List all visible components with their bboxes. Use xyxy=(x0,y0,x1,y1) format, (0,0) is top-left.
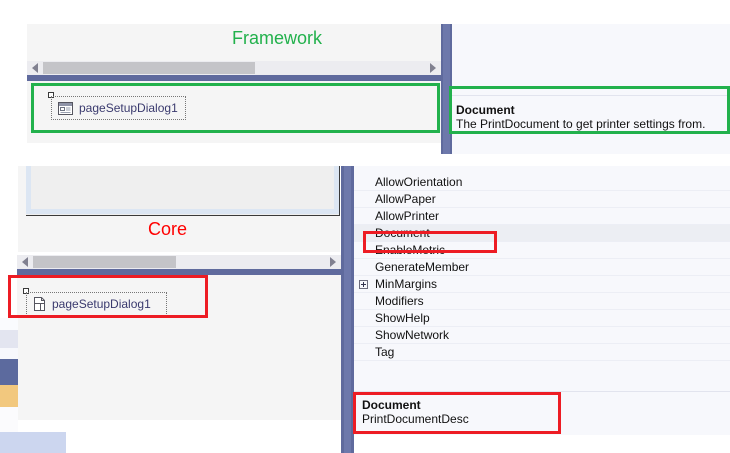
property-name: EnableMetric xyxy=(375,243,446,257)
framework-scroll-thumb[interactable] xyxy=(43,62,255,74)
framework-horizontal-scrollbar[interactable] xyxy=(27,61,441,75)
property-grid-description-title: Document xyxy=(362,398,421,412)
property-row[interactable]: AllowOrientation xyxy=(354,174,730,191)
core-horizontal-scrollbar[interactable] xyxy=(17,255,341,269)
property-name: Document xyxy=(375,226,430,240)
property-name: Modifiers xyxy=(375,294,424,308)
expand-plus-icon[interactable] xyxy=(359,279,368,289)
framework-description-text: Document The PrintDocument to get printe… xyxy=(456,103,728,132)
left-strip-periwinkle xyxy=(0,432,66,453)
property-grid-description-body: PrintDocumentDesc xyxy=(362,412,469,426)
left-strip-lavender xyxy=(0,330,18,348)
core-vertical-splitter-grip[interactable] xyxy=(344,166,351,453)
property-grid-description-divider xyxy=(354,391,730,392)
left-strip-white-2 xyxy=(0,348,18,359)
scroll-left-arrow[interactable] xyxy=(17,255,33,269)
property-row[interactable]: ShowHelp xyxy=(354,310,730,327)
property-name: AllowPrinter xyxy=(375,209,440,223)
property-name: GenerateMember xyxy=(375,260,470,274)
property-row[interactable]: Document xyxy=(354,225,730,242)
scroll-left-arrow[interactable] xyxy=(27,61,43,75)
property-row[interactable]: MinMargins xyxy=(354,276,730,293)
framework-description-divider xyxy=(452,95,730,96)
property-name: ShowHelp xyxy=(375,311,430,325)
property-row[interactable]: GenerateMember xyxy=(354,259,730,276)
property-name: Tag xyxy=(375,345,395,359)
property-grid-description-pane xyxy=(354,391,730,435)
framework-scroll-track[interactable] xyxy=(43,61,425,75)
core-component-tray xyxy=(17,275,341,420)
property-row[interactable]: AllowPaper xyxy=(354,191,730,208)
core-scroll-thumb[interactable] xyxy=(33,256,176,268)
core-horizontal-splitter[interactable] xyxy=(17,269,341,275)
property-name: AllowOrientation xyxy=(375,175,463,189)
core-scroll-track[interactable] xyxy=(33,255,325,269)
framework-tray-item-pagesetupdialog1[interactable]: pageSetupDialog1 xyxy=(51,96,186,120)
framework-description-title: Document xyxy=(456,103,515,117)
property-row[interactable]: Tag xyxy=(354,344,730,361)
framework-caption: Framework xyxy=(232,28,322,49)
scroll-right-arrow[interactable] xyxy=(325,255,341,269)
framework-horizontal-splitter[interactable] xyxy=(27,75,441,81)
framework-caption-label: Framework xyxy=(232,28,323,48)
core-caption-label: Core xyxy=(148,219,188,239)
left-strip-blue xyxy=(0,359,18,385)
property-row[interactable]: EnableMetric xyxy=(354,242,730,259)
left-strip-white-1 xyxy=(0,318,18,330)
property-name: AllowPaper xyxy=(375,192,436,206)
core-tray-item-label: pageSetupDialog1 xyxy=(52,297,151,311)
core-caption: Core xyxy=(148,219,187,240)
property-name: MinMargins xyxy=(375,277,438,291)
framework-description-body: The PrintDocument to get printer setting… xyxy=(456,117,706,131)
core-tray-item-pagesetupdialog1[interactable]: pageSetupDialog1 xyxy=(26,292,167,316)
left-strip-orange xyxy=(0,385,18,407)
property-row[interactable]: ShowNetwork xyxy=(354,327,730,344)
property-grid-description-text: Document PrintDocumentDesc xyxy=(362,398,722,427)
core-panel-background xyxy=(18,216,340,252)
core-panel-background-left xyxy=(18,166,26,216)
scroll-right-arrow[interactable] xyxy=(425,61,441,75)
framework-description-pane xyxy=(452,24,730,154)
property-row[interactable]: Modifiers xyxy=(354,293,730,310)
framework-tray-item-label: pageSetupDialog1 xyxy=(79,101,178,115)
document-page-icon xyxy=(33,297,46,311)
property-row[interactable]: AllowPrinter xyxy=(354,208,730,225)
core-designer-inner-highlight xyxy=(26,166,339,214)
framework-vertical-splitter-grip[interactable] xyxy=(443,24,450,154)
dialog-window-icon xyxy=(58,101,73,115)
left-strip-white-3 xyxy=(0,407,18,432)
property-name: ShowNetwork xyxy=(375,328,450,342)
